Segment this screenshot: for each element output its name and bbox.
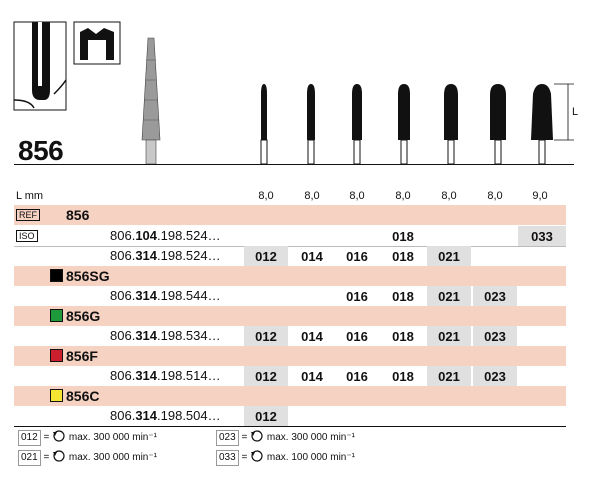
group-header-f: 856F [14, 346, 566, 366]
speed-legend-item: 021 = max. 300 000 min⁻¹ [18, 450, 157, 466]
header-baseline [14, 164, 574, 165]
length-cell: 8,0 [395, 190, 411, 202]
size-cell: 012 [244, 366, 288, 386]
length-row: L mm 8,0 8,0 8,0 8,0 8,0 8,0 9,0 [14, 186, 566, 206]
size-cell: 014 [301, 249, 323, 264]
bur-016 [352, 84, 362, 140]
speed-legend-item: 012 = max. 300 000 min⁻¹ [18, 430, 157, 446]
table-bottom-rule [14, 426, 566, 427]
speed-legend-item: 023 = max. 300 000 min⁻¹ [216, 430, 355, 446]
group-row-g: 806.314.198.534… 012 014 016 018 021 023 [14, 326, 566, 346]
size-cell: 018 [392, 329, 414, 344]
row-divider [14, 246, 566, 247]
length-cell: 8,0 [349, 190, 365, 202]
iso-number: 806.314.198.524… [110, 248, 221, 263]
size-cell: 016 [346, 289, 368, 304]
rotation-icon [53, 430, 65, 442]
size-cell: 014 [301, 329, 323, 344]
iso-row: ISO 806.104.198.524… 018 033 [14, 226, 566, 246]
iso-number: 806.314.198.514… [110, 368, 221, 383]
size-cell: 014 [301, 369, 323, 384]
length-label: L [572, 106, 579, 118]
size-cell: 021 [427, 366, 471, 386]
group-row-sg: 806.314.198.544… 016 018 021 023 [14, 286, 566, 306]
size-cell: 033 [518, 226, 566, 246]
bur-021 [444, 84, 458, 140]
size-cell: 018 [392, 229, 414, 244]
group-name: 856F [66, 348, 98, 364]
page-title: 856 [18, 135, 64, 166]
rotation-icon [251, 430, 263, 442]
size-cell: 016 [346, 369, 368, 384]
length-cell: 8,0 [304, 190, 320, 202]
rotation-icon [251, 450, 263, 462]
ref-value: 856 [66, 207, 90, 223]
size-cell: 021 [427, 326, 471, 346]
header-illustrations [13, 21, 574, 165]
bur-shanks [260, 139, 546, 165]
size-cell: 023 [473, 326, 517, 346]
bur-033 [531, 84, 553, 140]
speed-legend-item: 033 = max. 100 000 min⁻¹ [216, 450, 355, 466]
size-cell: 023 [473, 286, 517, 306]
group-name: 856C [66, 388, 100, 404]
size-cell: 021 [427, 246, 471, 266]
color-swatch-red [50, 349, 63, 362]
size-cell: 018 [392, 249, 414, 264]
lmm-label: L mm [16, 190, 44, 202]
length-cell: 8,0 [258, 190, 274, 202]
size-cell: 021 [427, 286, 471, 306]
size-cell: 023 [473, 366, 517, 386]
tooth-preparation-icon [73, 21, 121, 65]
color-swatch-yellow [50, 389, 63, 402]
ref-row: REF 856 [14, 205, 566, 225]
iso-number: 806.314.198.544… [110, 288, 221, 303]
bur-side-view-icon [141, 37, 161, 165]
length-cell: 9,0 [532, 190, 548, 202]
bur-014 [307, 84, 315, 140]
group-name: 856SG [66, 268, 110, 284]
group-name: 856G [66, 308, 101, 324]
iso-number: 806.314.198.534… [110, 328, 221, 343]
size-cell: 016 [346, 249, 368, 264]
iso-number: 806.314.198.504… [110, 408, 221, 423]
iso-tag: ISO [16, 230, 38, 242]
bur-silhouettes [261, 84, 553, 140]
size-cell: 018 [392, 369, 414, 384]
application-detail-icon [13, 21, 67, 111]
size-cell: 016 [346, 329, 368, 344]
length-cell: 8,0 [487, 190, 503, 202]
size-cell: 018 [392, 289, 414, 304]
bur-018 [398, 84, 410, 140]
size-cell: 012 [244, 246, 288, 266]
group-header-g: 856G [14, 306, 566, 326]
size-cell: 012 [244, 326, 288, 346]
group-row-f: 806.314.198.514… 012 014 016 018 021 023 [14, 366, 566, 386]
group-header-c: 856C [14, 386, 566, 406]
size-cell: 012 [244, 406, 288, 426]
iso-row: 806.314.198.524… 012 014 016 018 021 [14, 246, 566, 266]
bur-023 [490, 84, 506, 140]
iso-number: 806.104.198.524… [110, 228, 221, 243]
group-row-c: 806.314.198.504… 012 [14, 406, 566, 426]
bur-012 [261, 84, 267, 140]
group-header-sg: 856SG [14, 266, 566, 286]
length-cell: 8,0 [441, 190, 457, 202]
ref-tag: REF [16, 209, 40, 221]
rotation-icon [53, 450, 65, 462]
length-dimension-line [554, 83, 574, 141]
color-swatch-green [50, 309, 63, 322]
color-swatch-black [50, 269, 63, 282]
